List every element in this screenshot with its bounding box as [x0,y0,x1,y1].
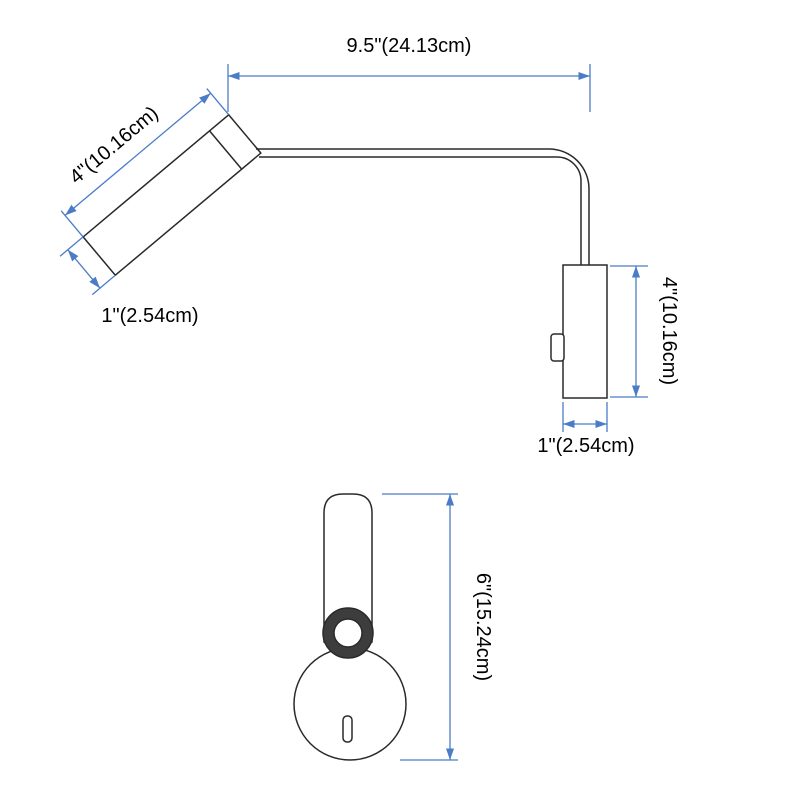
mount-height-dimension: 4"(10.16cm) [610,265,680,398]
mount-width-dimension: 1"(2.54cm) [537,402,635,457]
extension-line [60,210,84,238]
lamp-arm-outer-line [256,148,590,265]
lamp-head-cap-line [208,130,243,170]
head-diameter-label: 1"(2.54cm) [101,305,198,327]
side-view: 9.5"(24.13cm) 4"(10.16cm) 1"(2.54cm) [59,35,680,457]
front-view: 6"(15.24cm) [293,493,494,761]
front-height-dimension: 6"(15.24cm) [382,493,494,761]
head-diameter-dimension: 1"(2.54cm) [59,236,199,327]
dimension-line [64,92,212,216]
mount-switch [550,333,565,362]
overall-width-dimension: 9.5"(24.13cm) [227,35,591,112]
front-switch-slot [342,715,353,743]
extension-line [59,236,84,257]
extension-line [91,274,116,296]
lamp-arm-inner-line [259,156,582,265]
base-circle [293,647,407,761]
lamp-ring-inner [333,618,363,648]
mount-height-label: 4"(10.16cm) [658,277,680,385]
extension-line [206,88,230,116]
dimension-line [67,249,101,289]
overall-width-label: 9.5"(24.13cm) [347,35,472,57]
front-height-label: 6"(15.24cm) [472,573,494,681]
mount-width-label: 1"(2.54cm) [537,435,634,457]
wall-mount-body [562,264,608,399]
front-tube [323,493,373,643]
